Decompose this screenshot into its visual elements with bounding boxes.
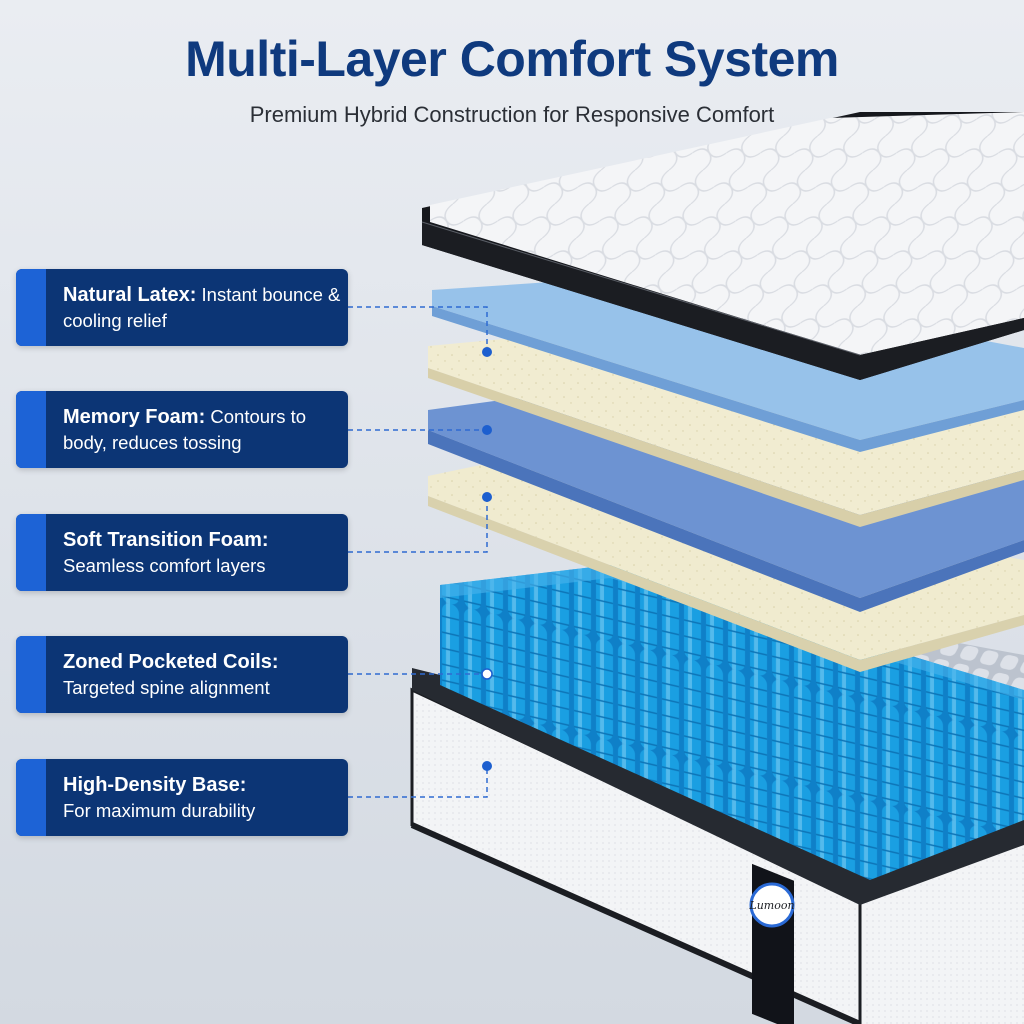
label-text: Memory Foam: Contours to body, reduces t… bbox=[63, 404, 343, 456]
label-accent bbox=[16, 269, 46, 346]
label-title: Soft Transition Foam: bbox=[63, 529, 269, 551]
leader-line-soft-transition-foam bbox=[348, 497, 488, 553]
label-text: Natural Latex: Instant bounce & cooling … bbox=[63, 282, 343, 334]
zoned-pocketed-coils-layer bbox=[440, 565, 1024, 880]
label-text: Soft Transition Foam: Seamless comfort l… bbox=[63, 527, 343, 579]
label-title: Natural Latex: bbox=[63, 284, 197, 306]
natural-latex-layer bbox=[428, 330, 1024, 527]
label-description: Instant bounce & cooling relief bbox=[63, 284, 341, 331]
label-high-density-base: High-Density Base: For maximum durabilit… bbox=[16, 759, 348, 836]
gel-foam-layer bbox=[432, 276, 1024, 452]
label-description: Contours to body, reduces tossing bbox=[63, 406, 307, 453]
label-title: Zoned Pocketed Coils: bbox=[63, 651, 279, 673]
label-accent bbox=[16, 514, 46, 591]
leader-dot-icon bbox=[482, 347, 492, 357]
label-memory-foam: Memory Foam: Contours to body, reduces t… bbox=[16, 391, 348, 468]
label-text: Zoned Pocketed Coils: Targeted spine ali… bbox=[63, 649, 343, 701]
label-description: Seamless comfort layers bbox=[63, 555, 266, 576]
label-soft-transition-foam: Soft Transition Foam: Seamless comfort l… bbox=[16, 514, 348, 591]
leader-lines bbox=[348, 306, 488, 798]
leader-dot-icon bbox=[482, 492, 492, 502]
svg-text:Lumoon: Lumoon bbox=[748, 899, 794, 912]
label-accent bbox=[16, 636, 46, 713]
leader-line-natural-latex bbox=[348, 306, 488, 352]
label-accent bbox=[16, 759, 46, 836]
leader-dot-icon bbox=[481, 668, 493, 680]
label-accent bbox=[16, 391, 46, 468]
label-natural-latex: Natural Latex: Instant bounce & cooling … bbox=[16, 269, 348, 346]
label-zoned-pocketed-coils: Zoned Pocketed Coils: Targeted spine ali… bbox=[16, 636, 348, 713]
label-title: High-Density Base: bbox=[63, 774, 247, 796]
label-description: Targeted spine alignment bbox=[63, 677, 270, 698]
label-title: Memory Foam: bbox=[63, 406, 206, 428]
memory-foam-layer bbox=[428, 392, 1024, 612]
leader-dots bbox=[481, 347, 493, 771]
soft-transition-foam-layer bbox=[428, 462, 1024, 672]
page-subtitle: Premium Hybrid Construction for Responsi… bbox=[249, 102, 775, 127]
leader-dot-icon bbox=[482, 761, 492, 771]
leader-line-high-density-base bbox=[348, 766, 488, 798]
label-text: High-Density Base: For maximum durabilit… bbox=[63, 772, 343, 824]
leader-dot-icon bbox=[482, 425, 492, 435]
brand-logo-icon: Lumoon bbox=[748, 882, 795, 928]
quilted-top-layer bbox=[421, 112, 1024, 380]
page-title: Multi-Layer Comfort System bbox=[185, 31, 839, 87]
label-description: For maximum durability bbox=[63, 800, 256, 821]
